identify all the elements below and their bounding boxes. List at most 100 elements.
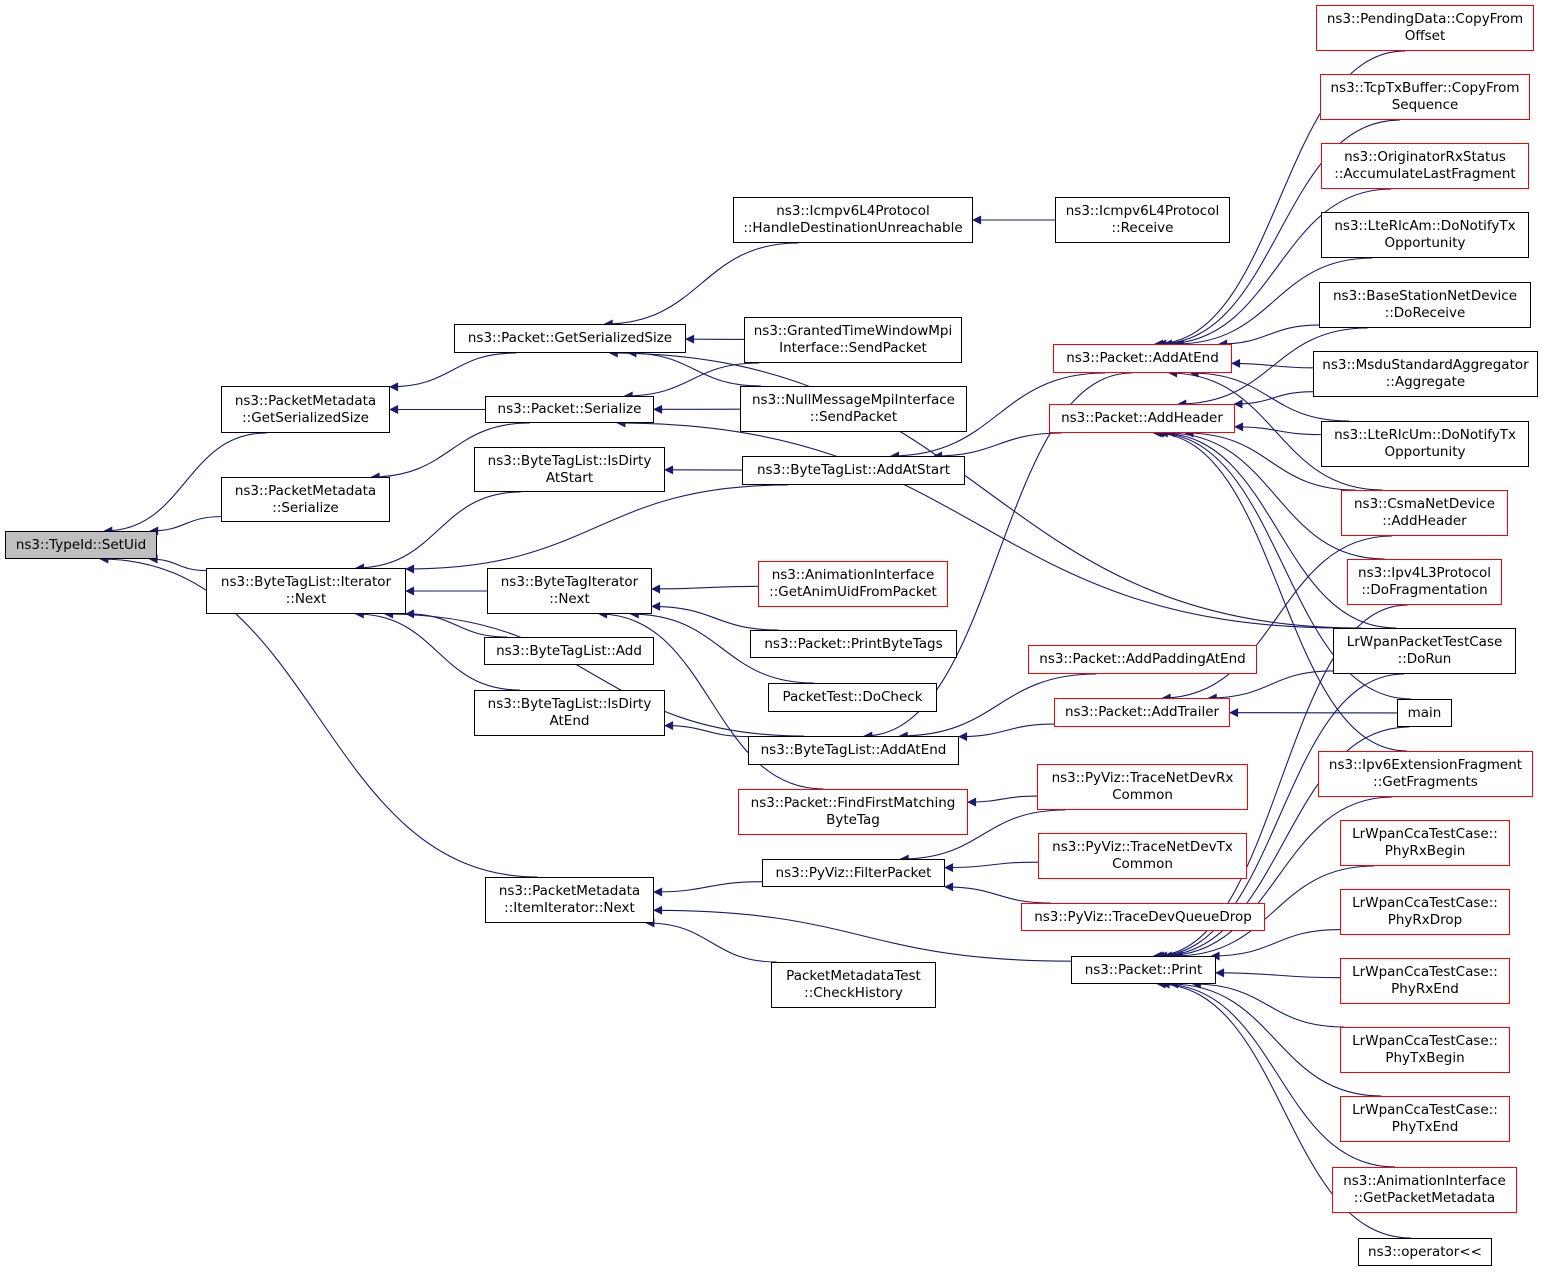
- node-label: ::CheckHistory: [804, 985, 903, 1001]
- node-label: ns3::Packet::AddHeader: [1061, 410, 1223, 426]
- node-label: LrWpanCcaTestCase::: [1352, 1102, 1498, 1118]
- node-ipv4frag[interactable]: ns3::Ipv4L3Protocol::DoFragmentation: [1347, 559, 1502, 605]
- edge-btl_dirtystart-to-btl_itnext: [354, 491, 521, 573]
- node-pm_itnext[interactable]: ns3::PacketMetadata::ItemIterator::Next: [485, 877, 654, 923]
- node-label: ::Serialize: [272, 499, 339, 516]
- node-label: ns3::PyViz::TraceNetDevRx: [1051, 770, 1234, 786]
- node-label: ::Next: [285, 591, 327, 607]
- node-p_print[interactable]: ns3::Packet::Print: [1071, 956, 1216, 984]
- edge-btl_itnext-to-setuid: [148, 554, 207, 572]
- node-cca_rxbegin[interactable]: LrWpanCcaTestCase::PhyRxBegin: [1340, 820, 1510, 866]
- node-label: ns3::Icmpv6L4Protocol: [776, 203, 930, 219]
- node-bsnd[interactable]: ns3::BaseStationNetDevice::DoReceive: [1319, 282, 1531, 328]
- node-p_addtrailer[interactable]: ns3::Packet::AddTrailer: [1054, 698, 1230, 727]
- edge-ipv4frag-to-p_print: [1152, 604, 1408, 961]
- node-pt_docheck[interactable]: PacketTest::DoCheck: [768, 683, 937, 712]
- edge-pm_ser-to-setuid: [149, 516, 222, 536]
- node-main[interactable]: main: [1397, 699, 1452, 727]
- node-pmt_check[interactable]: PacketMetadataTest::CheckHistory: [771, 962, 936, 1008]
- node-label: ::Next: [549, 591, 590, 607]
- node-icmp_recv[interactable]: ns3::Icmpv6L4Protocol::Receive: [1055, 197, 1230, 243]
- node-label: ::DoRun: [1397, 651, 1452, 667]
- node-label: ns3::ByteTagList::AddAtEnd: [760, 742, 947, 758]
- node-label: AtStart: [545, 469, 594, 486]
- node-label: ns3::Ipv4L3Protocol: [1358, 565, 1491, 581]
- node-label: ::GetFragments: [1373, 774, 1478, 790]
- node-p_addatend[interactable]: ns3::Packet::AddAtEnd: [1053, 344, 1232, 373]
- node-label: ::HandleDestinationUnreachable: [743, 220, 963, 236]
- node-cca_txbegin[interactable]: LrWpanCcaTestCase::PhyTxBegin: [1340, 1027, 1510, 1073]
- node-label: ns3::NullMessageMpiInterface: [751, 392, 955, 408]
- node-btl_addatstart[interactable]: ns3::ByteTagList::AddAtStart: [742, 456, 965, 485]
- node-pyviz_filter[interactable]: ns3::PyViz::FilterPacket: [762, 859, 945, 887]
- node-label: ns3::Packet::AddPaddingAtEnd: [1039, 651, 1246, 667]
- edge-ipv6frag-to-p_print: [1162, 796, 1393, 961]
- node-btl_add[interactable]: ns3::ByteTagList::Add: [484, 637, 654, 665]
- node-origrx[interactable]: ns3::OriginatorRxStatus::AccumulateLastF…: [1321, 143, 1529, 189]
- edge-pmt_check-to-pm_itnext: [645, 918, 777, 963]
- node-cca_txend[interactable]: LrWpanCcaTestCase::PhyTxEnd: [1340, 1096, 1510, 1142]
- node-icmp_hdu[interactable]: ns3::Icmpv6L4Protocol::HandleDestination…: [733, 197, 973, 243]
- node-cca_rxend[interactable]: LrWpanCcaTestCase::PhyRxEnd: [1340, 958, 1510, 1004]
- node-label: ns3::Packet::PrintByteTags: [764, 635, 943, 652]
- node-pyviz_queue[interactable]: ns3::PyViz::TraceDevQueueDrop: [1021, 903, 1265, 931]
- node-anim_meta[interactable]: ns3::AnimationInterface::GetPacketMetada…: [1332, 1167, 1517, 1213]
- edge-anim_meta-to-p_print: [1160, 979, 1396, 1168]
- edge-pyviz_filter-to-pm_itnext: [653, 881, 763, 897]
- node-label: ns3::Packet::GetSerializedSize: [467, 330, 673, 346]
- node-cca_rxdrop[interactable]: LrWpanCcaTestCase::PhyRxDrop: [1340, 889, 1510, 935]
- node-label: ByteTag: [826, 812, 880, 828]
- node-p_addheader[interactable]: ns3::Packet::AddHeader: [1049, 404, 1235, 433]
- node-csma[interactable]: ns3::CsmaNetDevice::AddHeader: [1341, 490, 1508, 536]
- node-p_printbt[interactable]: ns3::Packet::PrintByteTags: [750, 630, 957, 658]
- edge-btl_addatend-to-btl_itnext: [384, 609, 804, 737]
- edge-btl_add-to-btl_itnext: [405, 609, 508, 638]
- node-bti_next[interactable]: ns3::ByteTagIterator::Next: [487, 568, 652, 614]
- node-btl_itnext[interactable]: ns3::ByteTagList::Iterator::Next: [206, 568, 406, 614]
- node-anim_uid[interactable]: ns3::AnimationInterface::GetAnimUidFromP…: [758, 561, 948, 607]
- node-p_gss[interactable]: ns3::Packet::GetSerializedSize: [454, 324, 686, 353]
- edge-csma-to-p_addtrailer: [1161, 535, 1392, 703]
- node-msdu[interactable]: ns3::MsduStandardAggregator::Aggregate: [1313, 351, 1538, 397]
- node-label: Interface::SendPacket: [779, 340, 927, 356]
- edge-p_addatend-to-btl_addatend: [863, 372, 1132, 741]
- node-label: LrWpanCcaTestCase::: [1352, 1033, 1498, 1049]
- edge-btl_addatend-to-btl_dirtyend: [664, 721, 749, 738]
- edge-lrwpanpkt-to-p_gss: [608, 348, 1362, 629]
- edge-p_addheader-to-btl_addatstart: [933, 432, 1062, 461]
- node-label: PhyRxEnd: [1391, 981, 1459, 997]
- edge-main-to-p_print: [1157, 726, 1410, 961]
- edge-pyviz_queue-to-pyviz_filter: [944, 882, 1051, 904]
- node-nullmsg[interactable]: ns3::NullMessageMpiInterface::SendPacket: [740, 386, 967, 432]
- node-pm_gss[interactable]: ns3::PacketMetadata::GetSerializedSize: [221, 386, 390, 433]
- node-label: ns3::AnimationInterface: [771, 567, 935, 583]
- edge-cca_txend-to-p_print: [1169, 979, 1382, 1097]
- node-p_addpad[interactable]: ns3::Packet::AddPaddingAtEnd: [1028, 645, 1257, 674]
- node-label: ns3::ByteTagList::Add: [496, 642, 642, 659]
- node-btl_addatend[interactable]: ns3::ByteTagList::AddAtEnd: [748, 736, 959, 765]
- node-label: ns3::CsmaNetDevice: [1353, 496, 1496, 512]
- node-label: ns3::LteRlcAm::DoNotifyTx: [1334, 218, 1516, 234]
- node-label: ::GetSerializedSize: [242, 409, 369, 426]
- node-ipv6frag[interactable]: ns3::Ipv6ExtensionFragment::GetFragments: [1318, 751, 1533, 797]
- node-lrwpanpkt[interactable]: LrWpanPacketTestCase::DoRun: [1333, 628, 1516, 674]
- edge-p_addpad-to-btl_addatend: [898, 673, 1097, 741]
- edge-lterlcum-to-p_addatend: [1189, 368, 1350, 422]
- node-label: ns3::LteRlcUm::DoNotifyTx: [1334, 427, 1516, 443]
- node-op_out[interactable]: ns3::operator<<: [1358, 1238, 1492, 1266]
- node-pm_ser[interactable]: ns3::PacketMetadata::Serialize: [221, 477, 390, 522]
- node-label: ns3::Ipv6ExtensionFragment: [1328, 757, 1523, 773]
- node-label: ns3::PendingData::CopyFrom: [1326, 11, 1524, 27]
- node-p_ser[interactable]: ns3::Packet::Serialize: [485, 396, 654, 423]
- edge-cca_rxdrop-to-p_print: [1210, 928, 1341, 961]
